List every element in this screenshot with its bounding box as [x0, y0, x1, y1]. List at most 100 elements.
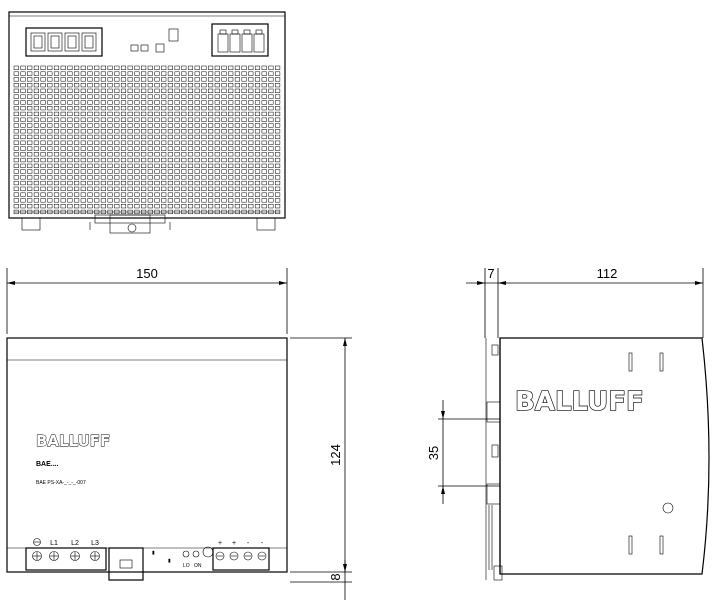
vent-slot	[74, 106, 80, 111]
vent-slot	[33, 123, 39, 128]
vent-slot	[194, 152, 200, 157]
vent-slot	[194, 88, 200, 93]
vent-slot	[40, 192, 46, 197]
vent-slot	[87, 169, 93, 174]
vent-slot	[174, 204, 180, 209]
vent-slot	[254, 123, 261, 128]
vent-slot	[67, 111, 73, 117]
vent-slot	[33, 192, 39, 197]
vent-slot	[27, 169, 33, 174]
vent-slot	[214, 100, 220, 105]
vent-slot	[20, 106, 26, 111]
vent-slot	[40, 140, 46, 145]
vent-slot	[107, 169, 113, 174]
vent-slot	[241, 180, 247, 186]
vent-slot	[154, 146, 160, 151]
vent-slot	[94, 111, 100, 117]
vent-slot	[141, 123, 147, 128]
vent-slot	[114, 106, 120, 111]
vent-slot	[20, 100, 26, 105]
vent-slot	[74, 88, 80, 93]
vent-slot	[147, 140, 153, 145]
vent-slot	[161, 204, 167, 209]
vent-slot	[47, 94, 53, 99]
vent-slot	[241, 157, 247, 163]
vent-slot	[228, 146, 234, 151]
vent-slot	[47, 106, 53, 111]
vent-slot	[141, 157, 147, 163]
vent-slot	[161, 88, 167, 93]
vent-slot	[234, 204, 240, 209]
vent-slot	[94, 140, 100, 145]
vent-slot	[80, 77, 86, 82]
vent-slot	[87, 140, 93, 145]
vent-slot	[40, 157, 46, 163]
vent-slot	[53, 77, 60, 82]
vent-slot	[80, 134, 86, 140]
vent-slot	[181, 77, 187, 82]
vent-slot	[254, 146, 261, 151]
vent-slot	[194, 204, 200, 209]
vent-slot	[80, 71, 86, 76]
vent-slot	[67, 94, 73, 99]
vent-slot	[174, 152, 180, 157]
vent-slot	[107, 146, 113, 151]
vent-slot	[134, 175, 140, 180]
vent-slot	[141, 152, 147, 157]
vent-slot	[214, 152, 220, 157]
vent-slot	[107, 198, 113, 203]
vent-slot	[67, 152, 73, 157]
vent-slot	[154, 111, 160, 117]
vent-slot	[40, 77, 46, 82]
vent-slot	[127, 123, 133, 128]
vent-slot	[53, 157, 60, 163]
vent-slot	[127, 65, 133, 70]
vent-slot	[241, 129, 247, 134]
vent-slot	[201, 77, 207, 82]
vent-slot	[120, 106, 127, 111]
vent-slot	[268, 140, 274, 145]
top-center-switch-1	[130, 44, 139, 52]
vent-slot	[268, 94, 274, 99]
vent-slot	[228, 204, 234, 209]
vent-slot	[74, 157, 80, 163]
vent-slot	[248, 140, 254, 145]
vent-slot	[120, 204, 127, 209]
vent-slot	[174, 94, 180, 99]
vent-slot	[228, 157, 234, 163]
vent-slot	[107, 152, 113, 157]
vent-slot	[94, 83, 100, 88]
vent-slot	[181, 111, 187, 117]
vent-slot	[241, 146, 247, 151]
vent-slot	[107, 88, 113, 93]
vent-slot	[74, 140, 80, 145]
vent-slot	[94, 169, 100, 174]
vent-slot	[275, 94, 281, 99]
vent-slot	[27, 152, 33, 157]
vent-slot	[154, 204, 160, 209]
vent-slot	[94, 157, 100, 163]
vent-slot	[161, 157, 167, 163]
vent-slot	[80, 146, 86, 151]
side-indicator-hole	[662, 502, 674, 514]
vent-slot	[114, 111, 120, 117]
vent-slot	[214, 94, 220, 99]
vent-slot	[234, 157, 240, 163]
vent-slot	[174, 186, 180, 191]
adjust-potentiometer[interactable]	[202, 546, 214, 558]
vent-slot	[80, 204, 86, 209]
vent-slot	[194, 77, 200, 82]
vent-slot	[94, 175, 100, 180]
vent-slot	[275, 146, 281, 151]
vent-slot	[275, 71, 281, 76]
vent-slot	[261, 146, 267, 151]
vent-slot	[120, 186, 127, 191]
vent-slot	[268, 134, 274, 140]
vent-slot	[27, 180, 33, 186]
vent-slot	[241, 65, 247, 70]
vent-slot	[127, 192, 133, 197]
vent-slot	[60, 140, 66, 145]
vent-slot	[107, 111, 113, 117]
vent-slot	[174, 157, 180, 163]
vent-slot	[100, 117, 106, 122]
